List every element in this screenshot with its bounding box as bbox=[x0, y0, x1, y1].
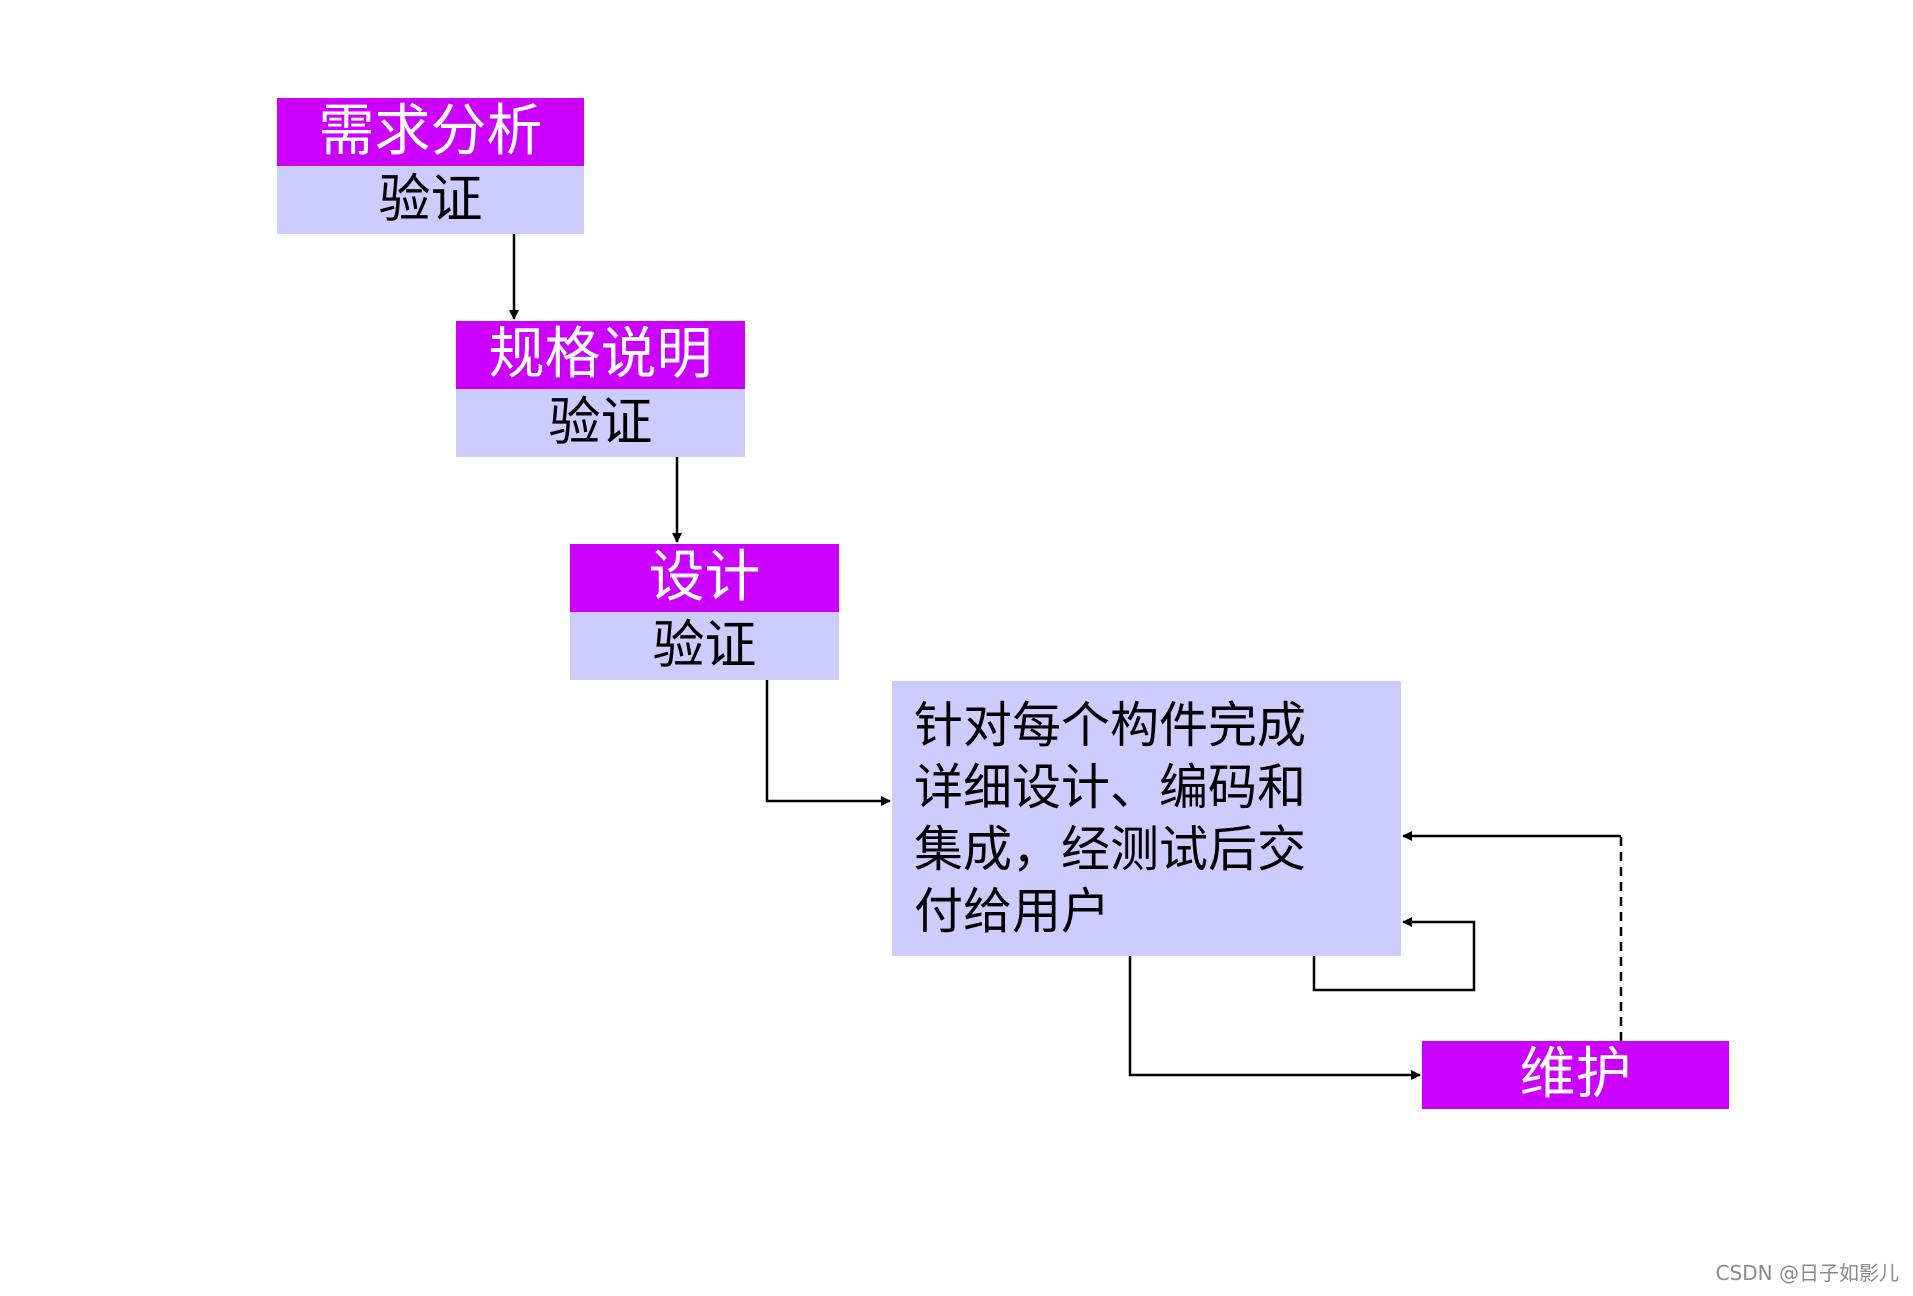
stage-design-header: 设计 bbox=[570, 544, 839, 612]
stage-requirements-title: 需求分析 bbox=[318, 99, 543, 164]
implementation-line: 集成，经测试后交 bbox=[914, 821, 1307, 878]
stage-design-title: 设计 bbox=[648, 545, 761, 610]
stage-design-verify: 验证 bbox=[570, 612, 839, 680]
arrow-implementation-self-loop bbox=[1312, 917, 1476, 992]
maintenance-box: 维护 bbox=[1422, 1041, 1729, 1109]
stage-requirements-header: 需求分析 bbox=[277, 98, 584, 166]
implementation-line: 详细设计、编码和 bbox=[914, 759, 1307, 816]
stage-specification-verify-label: 验证 bbox=[548, 393, 653, 453]
stage-specification-title: 规格说明 bbox=[488, 322, 713, 387]
implementation-line: 付给用户 bbox=[914, 883, 1111, 940]
stage-design-verify-label: 验证 bbox=[652, 616, 757, 676]
stage-requirements-verify: 验证 bbox=[277, 166, 584, 234]
arrow-implementation-to-maintenance bbox=[1128, 956, 1421, 1080]
stage-specification-verify: 验证 bbox=[456, 389, 745, 457]
csdn-watermark: CSDN @日子如影儿 bbox=[1715, 1261, 1899, 1285]
maintenance-title: 维护 bbox=[1519, 1042, 1632, 1107]
stage-specification-header: 规格说明 bbox=[456, 321, 745, 389]
implementation-box: 针对每个构件完成 详细设计、编码和 集成，经测试后交 付给用户 bbox=[892, 681, 1401, 956]
stage-requirements-verify-label: 验证 bbox=[378, 170, 483, 230]
arrow-design-to-implementation bbox=[765, 680, 891, 806]
implementation-line: 针对每个构件完成 bbox=[914, 697, 1307, 754]
